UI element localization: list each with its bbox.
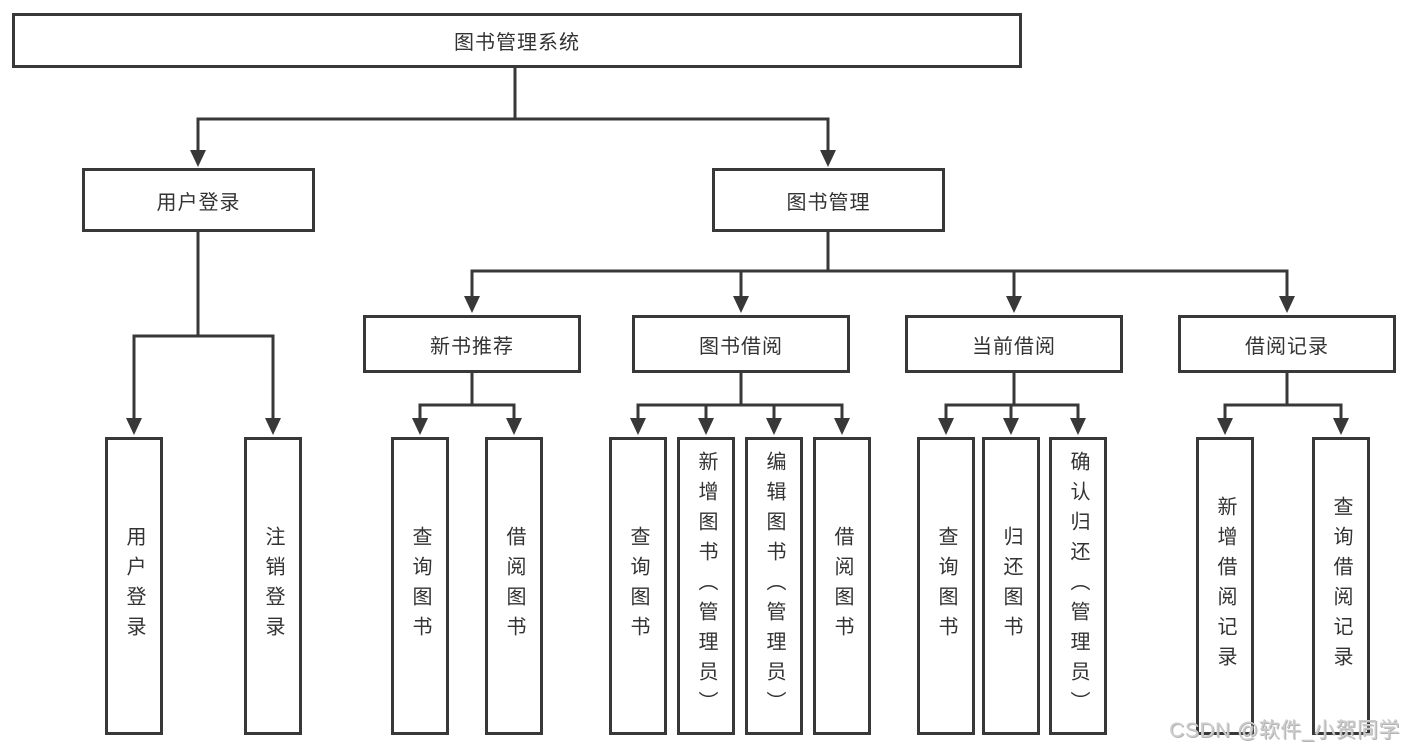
connector-user-login-children: [126, 232, 281, 435]
node-label: 归还图书: [1000, 526, 1022, 646]
node-label: 借阅记录: [1245, 335, 1329, 358]
node-book-borrow: 图书借阅: [632, 315, 850, 373]
node-label: 用户登录: [123, 526, 145, 646]
connector-root-to-level2: [190, 68, 836, 167]
node-label: 图书借阅: [699, 335, 783, 358]
leaf-borrow-books-recommend: 借阅图书: [485, 437, 543, 735]
node-label: 编辑图书（管理员）: [763, 451, 785, 721]
leaf-query-books-borrow: 查询图书: [609, 437, 667, 735]
node-new-book-recommend: 新书推荐: [363, 315, 581, 373]
node-borrow-records: 借阅记录: [1178, 315, 1396, 373]
leaf-query-books-recommend: 查询图书: [391, 437, 449, 735]
node-label: 用户登录: [156, 191, 241, 214]
node-label: 查询借阅记录: [1330, 496, 1352, 676]
node-label: 借阅图书: [831, 526, 853, 646]
leaf-add-borrow-record: 新增借阅记录: [1196, 437, 1254, 735]
node-label: 查询图书: [935, 526, 957, 646]
connector-borrow-records-children: [1217, 373, 1349, 435]
leaf-logout: 注销登录: [244, 437, 302, 735]
leaf-edit-book-admin: 编辑图书（管理员）: [745, 437, 803, 735]
leaf-return-book: 归还图书: [982, 437, 1040, 735]
csdn-watermark: CSDN @软件_小贺同学: [1169, 719, 1400, 742]
node-current-borrow: 当前借阅: [905, 315, 1123, 373]
leaf-borrow-books-borrow: 借阅图书: [813, 437, 871, 735]
node-label: 查询图书: [627, 526, 649, 646]
node-label: 图书管理: [786, 191, 871, 214]
node-label: 当前借阅: [972, 335, 1056, 358]
leaf-query-borrow-record: 查询借阅记录: [1312, 437, 1370, 735]
leaf-user-login: 用户登录: [105, 437, 163, 735]
node-label: 新增借阅记录: [1214, 496, 1236, 676]
node-label: 注销登录: [262, 526, 284, 646]
node-root: 图书管理系统: [12, 13, 1022, 68]
node-label: 新增图书（管理员）: [695, 451, 717, 721]
connector-current-borrow-children: [938, 373, 1086, 435]
node-label: 新书推荐: [430, 335, 514, 358]
node-user-login: 用户登录: [82, 168, 315, 232]
connector-book-borrow-children: [630, 373, 850, 435]
node-label: 借阅图书: [503, 526, 525, 646]
connector-new-book-children: [412, 373, 522, 435]
node-label: 图书管理系统: [454, 32, 580, 54]
node-label: 查询图书: [409, 526, 431, 646]
leaf-confirm-return-admin: 确认归还（管理员）: [1049, 437, 1107, 735]
leaf-query-books-current: 查询图书: [917, 437, 975, 735]
node-book-management: 图书管理: [712, 168, 945, 232]
leaf-add-book-admin: 新增图书（管理员）: [677, 437, 735, 735]
connector-book-management-children: [464, 232, 1295, 313]
node-label: 确认归还（管理员）: [1067, 451, 1089, 721]
